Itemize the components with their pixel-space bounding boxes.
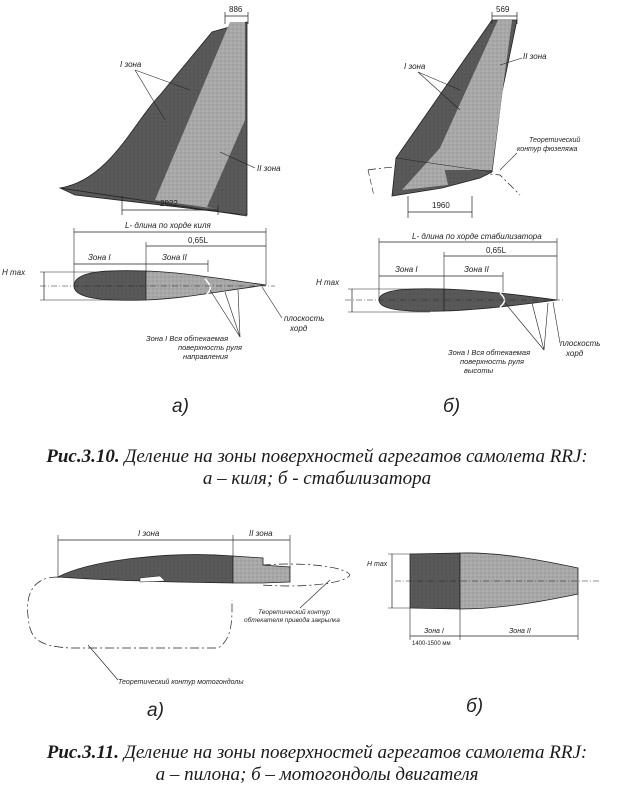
- stab-airfoil-dims: L- длина по хорде стабилизатора 0,65L Зо…: [316, 232, 558, 313]
- nacelle-dim-label: 1400-1500 мм: [412, 641, 451, 647]
- stab-fuselage-label-2: контур фюзеляжа: [517, 146, 578, 153]
- pylon-zone1-label: I зона: [138, 529, 160, 538]
- fig310-caption: Рис.3.10. Деление на зоны поверхностей а…: [0, 446, 634, 490]
- fin-zone1-short-label: Зона I: [88, 253, 111, 262]
- fig311a-sublabel: а): [147, 700, 164, 721]
- stab-frac-label: 0,65L: [486, 246, 507, 255]
- fin-zone1-label: I зона: [120, 60, 142, 69]
- stab-bottom-dimension: 1960: [407, 196, 473, 218]
- fin-plane-label-2: хорд: [289, 324, 308, 333]
- pylon-zone2-label: II зона: [249, 529, 273, 538]
- pylon-dimensions: I зона II зона: [57, 529, 291, 578]
- stab-note-line-2: поверхность руля: [460, 357, 524, 366]
- fig310b-sublabel: б): [443, 396, 461, 417]
- stab-zone1-label: I зона: [404, 62, 426, 71]
- fin-planform: [58, 21, 248, 217]
- stab-plane-label-2: хорд: [565, 349, 584, 358]
- pylon-nacelle-label: Теоретический контур мотогондолы: [118, 678, 244, 686]
- fin-frac-label: 0,65L: [188, 236, 209, 245]
- stab-fuselage-label-1: Теоретический: [529, 136, 580, 144]
- fin-top-dim-label: 886: [229, 5, 243, 14]
- fig311-caption-text-2: а – пилона; б – мотогондолы двигателя: [155, 764, 479, 785]
- stab-airfoil: [345, 288, 565, 312]
- fin-zone2-label: II зона: [257, 164, 281, 173]
- nacelle-hmax-label: H max: [367, 561, 388, 568]
- fig311-caption: Рис.3.11. Деление на зоны поверхностей а…: [0, 742, 634, 786]
- fin-top-dimension: 886: [224, 5, 249, 24]
- stab-planform: [391, 19, 518, 197]
- fin-airfoil: [40, 270, 275, 301]
- fin-note-line-1: Зона I Вся обтекаемая: [146, 334, 228, 343]
- fin-plane-label-1: плоскость: [284, 314, 324, 323]
- nacelle-zone2-label: Зона II: [509, 628, 531, 635]
- pylon-flap-fairing-contour: [261, 563, 351, 587]
- stab-plane-label-1: плоскость: [560, 339, 600, 348]
- fin-note-line-3: направления: [183, 352, 228, 361]
- stab-top-dimension: 569: [491, 5, 518, 24]
- stab-chord-length-label: L- длина по хорде стабилизатора: [412, 232, 542, 241]
- stab-zone1-short-label: Зона I: [395, 265, 418, 274]
- pylon-cowl-label-2: обтекателя привода закрылка: [244, 616, 340, 624]
- fig310-caption-text-1: Деление на зоны поверхностей агрегатов с…: [119, 446, 588, 467]
- stab-zone2-short-label: Зона II: [464, 265, 490, 274]
- stab-note-line-1: Зона I Вся обтекаемая: [448, 348, 530, 357]
- pylon-cowl-label-1: Теоретический контур: [258, 608, 330, 616]
- fig311-caption-text-1: Деление на зоны поверхностей агрегатов с…: [119, 742, 588, 763]
- stab-zone2-label: II зона: [523, 52, 547, 61]
- stab-note-line-3: высоты: [464, 366, 494, 375]
- fig311-caption-number: Рис.3.11.: [46, 742, 120, 763]
- fig310-caption-text-2: а – киля; б - стабилизатора: [202, 468, 432, 489]
- pylon-shape: [56, 554, 291, 584]
- nacelle-dimensions: H max Зона I Зона II 1400-1500 мм: [367, 553, 579, 647]
- nacelle-zone1-label: Зона I: [424, 628, 444, 635]
- fin-hmax-label: H max: [2, 268, 26, 277]
- fin-bottom-dim-label: 2922: [160, 199, 178, 208]
- fin-zone2-short-label: Зона II: [162, 253, 188, 262]
- stab-hmax-label: H max: [316, 278, 340, 287]
- stab-top-dim-label: 569: [496, 5, 510, 14]
- fin-bottom-dimension: 2922: [121, 196, 219, 215]
- nacelle-shape: [395, 552, 600, 610]
- fin-chord-length-label: L- длина по хорде киля: [125, 221, 212, 230]
- fin-note-line-2: поверхность руля: [178, 343, 242, 352]
- fig310a-sublabel: а): [172, 396, 189, 417]
- stab-bottom-dim-label: 1960: [432, 201, 450, 210]
- pylon-nacelle-contour: [27, 576, 233, 649]
- fig311b-sublabel: б): [466, 696, 484, 717]
- fig310-caption-number: Рис.3.10.: [46, 446, 120, 467]
